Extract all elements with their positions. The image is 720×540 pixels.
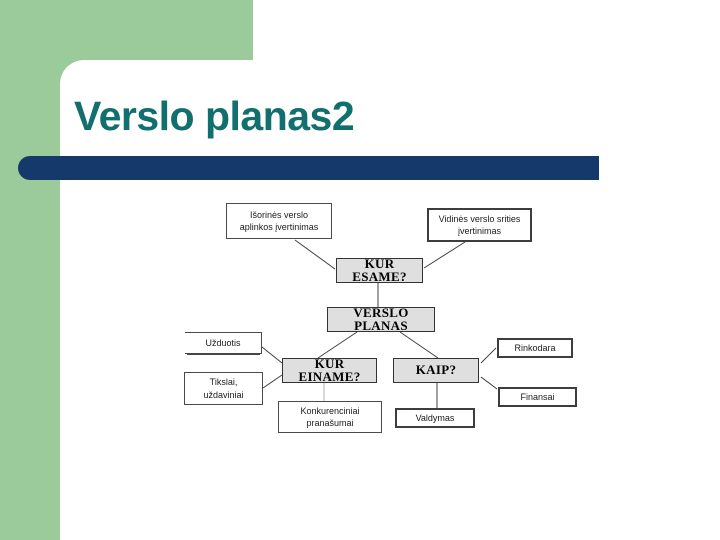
business-plan-flowchart: Išorinės verslo aplinkos įvertinimas Vid…: [175, 190, 605, 450]
node-vidines-verslo-srities-ivertinimas: Vidinės verslo srities įvertinimas: [427, 208, 532, 242]
title-divider-bar: [18, 156, 599, 180]
node-finansai: Finansai: [498, 387, 577, 407]
connector-uzduotis-kureiname: [261, 346, 283, 364]
connector-kaip-rinkodara: [480, 347, 497, 364]
node-rinkodara: Rinkodara: [497, 338, 573, 358]
accent-green-sidebar: [0, 0, 60, 540]
connector-versloplanas-kureiname: [317, 331, 358, 359]
connector-versloplanas-kaip: [399, 331, 439, 359]
connector-lines: [261, 239, 498, 408]
slide-title: Verslo planas2: [74, 93, 355, 139]
node-kaip: KAIP?: [393, 358, 479, 383]
connector-kaip-finansai: [480, 376, 498, 390]
connector-vidines-kuresame: [423, 241, 466, 269]
node-valdymas: Valdymas: [395, 408, 475, 428]
node-konkurenciniai-pranasumai: Konkurenciniai pranašumai: [278, 401, 382, 433]
slide-content-area: [60, 60, 720, 540]
node-verslo-planas: VERSLO PLANAS: [327, 306, 435, 332]
node-tikslai-uzdaviniai: Tikslai, uždaviniai: [184, 372, 263, 405]
connector-isorines-kuresame: [294, 239, 336, 270]
node-uzduotis: Užduotis: [185, 332, 262, 354]
node-kur-esame: KUR ESAME?: [336, 257, 423, 283]
node-isorines-verslo-aplinkos-ivertinimas: Išorinės verslo aplinkos įvertinimas: [226, 203, 332, 239]
connector-tikslai-kureiname: [262, 374, 283, 389]
node-kur-einame: KUR EINAME?: [282, 357, 377, 383]
